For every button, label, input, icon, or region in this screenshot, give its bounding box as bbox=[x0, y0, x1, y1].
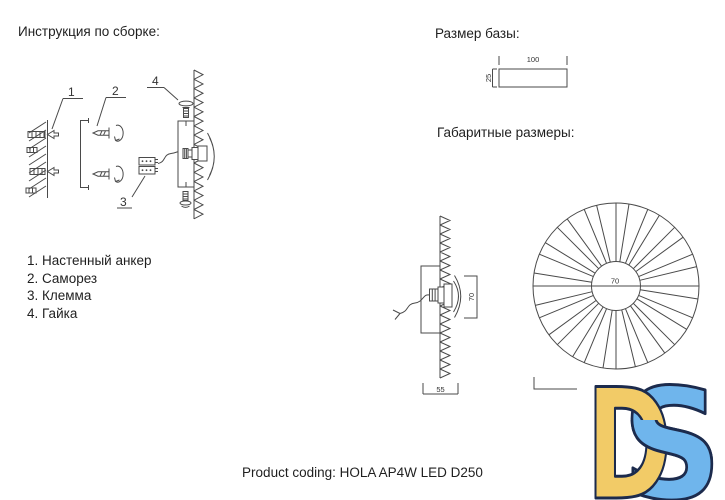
callout-3: 3 bbox=[117, 175, 146, 209]
corner-dimension-mark bbox=[533, 377, 577, 390]
base-depth-dim: 25 bbox=[484, 74, 493, 82]
ds-logo: S D S bbox=[585, 356, 724, 500]
front-diameter-dim: 70 bbox=[611, 277, 619, 286]
front-view-figure: 70 bbox=[532, 202, 700, 390]
screw-1 bbox=[91, 124, 124, 142]
depth-dimension: 55 bbox=[422, 383, 459, 395]
overall-size-title: Габаритные размеры: bbox=[437, 125, 575, 140]
wall-plug-1 bbox=[26, 147, 38, 153]
rotate-arrow-icon bbox=[114, 124, 124, 142]
parts-list-item: 2. Саморез bbox=[27, 270, 98, 286]
pleat-lines bbox=[533, 203, 699, 369]
callout-4: 4 bbox=[147, 74, 179, 101]
hub-side bbox=[429, 283, 453, 308]
product-coding: Product coding: HOLA AP4W LED D250 bbox=[242, 465, 483, 480]
callout-2: 2 bbox=[96, 84, 126, 127]
base-size-figure: 100 25 bbox=[484, 55, 568, 88]
svg-text:2: 2 bbox=[112, 84, 119, 98]
stem-assembly bbox=[182, 145, 208, 162]
wall-plug-2 bbox=[25, 187, 37, 194]
mounting-bracket bbox=[80, 118, 89, 190]
assembly-figure: 1 2 3 bbox=[25, 69, 215, 220]
wall-anchor-2 bbox=[29, 166, 59, 177]
screw-2 bbox=[91, 165, 124, 183]
svg-text:3: 3 bbox=[120, 195, 127, 209]
base-size-title: Размер базы: bbox=[435, 26, 520, 41]
ceiling-strip bbox=[193, 69, 205, 220]
side-depth-dim: 55 bbox=[436, 385, 444, 394]
rotate-arrow-icon bbox=[114, 165, 124, 183]
side-view-figure: 70 55 bbox=[392, 215, 478, 395]
terminal-block bbox=[138, 157, 158, 175]
parts-list-item: 4. Гайка bbox=[27, 305, 78, 321]
nut-item bbox=[178, 100, 194, 118]
parts-list-item: 1. Настенный анкер bbox=[27, 253, 152, 268]
wall-anchor-1 bbox=[27, 129, 59, 140]
insert-arrow-icon bbox=[46, 166, 59, 177]
svg-text:1: 1 bbox=[68, 85, 75, 99]
parts-list: 1. Настенный анкер 2. Саморез 3. Клемма … bbox=[27, 252, 152, 322]
parts-list-item: 3. Клемма bbox=[27, 288, 92, 303]
insert-arrow-icon bbox=[46, 129, 59, 140]
bottom-screw bbox=[179, 191, 192, 208]
assembly-title: Инструкция по сборке: bbox=[18, 24, 160, 39]
logo-letter-d: D bbox=[586, 357, 672, 500]
wall-section bbox=[25, 120, 59, 198]
height-dimension: 70 bbox=[464, 275, 478, 319]
base-rect bbox=[498, 68, 568, 88]
shade-profile-side bbox=[453, 275, 462, 318]
callout-1: 1 bbox=[51, 85, 83, 130]
base-width-dim: 100 bbox=[527, 55, 540, 64]
logo-letter-s: S bbox=[622, 357, 722, 500]
svg-text:4: 4 bbox=[152, 74, 159, 88]
side-height-dim: 70 bbox=[467, 293, 476, 301]
logo-letter-s-overlap: S bbox=[622, 357, 722, 500]
power-wire bbox=[392, 294, 430, 320]
shade-profile bbox=[207, 132, 215, 181]
